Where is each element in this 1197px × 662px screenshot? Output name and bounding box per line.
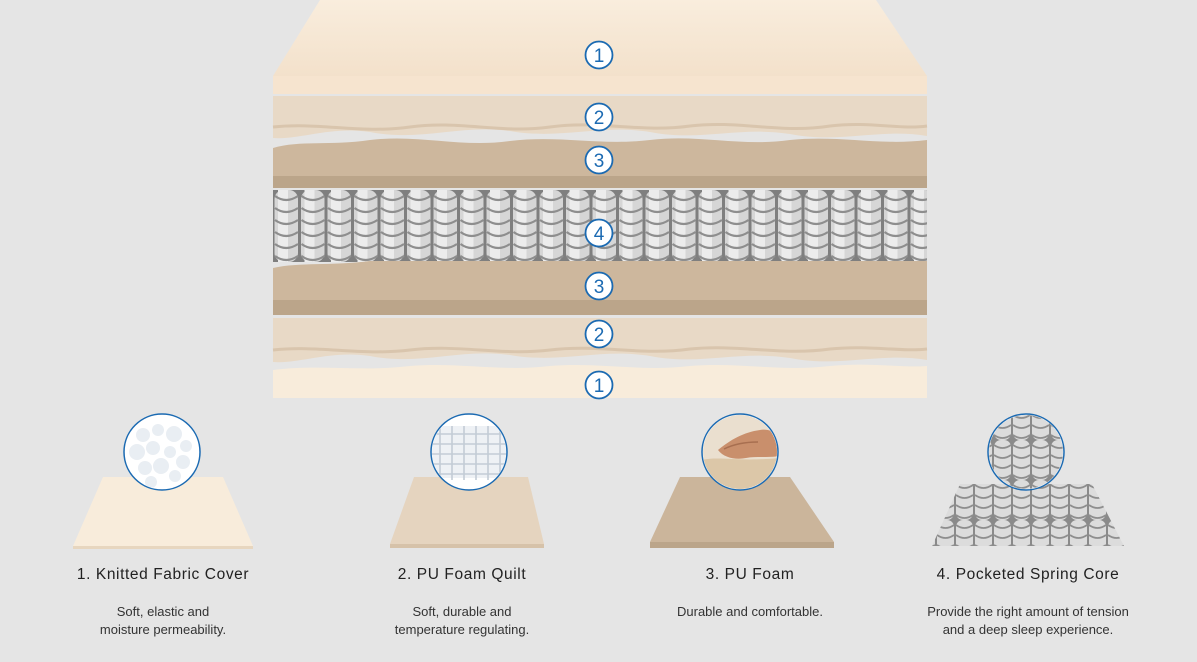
badge-number: 1 [594, 376, 605, 397]
badge-number: 2 [594, 108, 605, 129]
badge-number: 1 [594, 46, 605, 67]
badge-number: 2 [594, 325, 605, 346]
layer-number-badges: 1 2 3 4 3 2 1 [584, 40, 614, 400]
foam-quilt-illustration [390, 413, 544, 548]
badge-number: 3 [594, 151, 605, 172]
badge-ring [584, 370, 614, 400]
badge-ring [584, 271, 614, 301]
spring-core-illustration [932, 413, 1124, 546]
layer-badge-5: 3 [584, 271, 614, 301]
badge-ring [584, 218, 614, 248]
layer-badge-1: 1 [584, 40, 614, 70]
fabric-cover-illustration [73, 413, 253, 549]
layer-top-fabric-cover [273, 0, 927, 94]
layer-card-title: 4. Pocketed Spring Core [936, 566, 1120, 583]
layer-badge-3: 3 [584, 145, 614, 175]
badge-number: 4 [594, 224, 605, 245]
layer-card-title: 1. Knitted Fabric Cover [76, 566, 250, 583]
mattress-cross-section: 1 2 3 4 3 2 1 [272, 0, 928, 400]
layer-card-title: 2. PU Foam Quilt [397, 566, 527, 583]
fabric-texture-icon [123, 413, 201, 491]
hand-press-icon [701, 413, 779, 491]
layer-card-title: 3. PU Foam [705, 566, 795, 583]
layer-card-description: Durable and comfortable. [677, 604, 823, 619]
layer-card-foam-quilt: 2. PU Foam Quilt Soft, durable and tempe… [332, 400, 592, 662]
layer-badge-7: 1 [584, 370, 614, 400]
spring-coil-icon [987, 413, 1065, 491]
layer-badge-2: 2 [584, 102, 614, 132]
layer-card-description: Soft, elastic and moisture permeability. [99, 604, 227, 637]
badge-ring [584, 102, 614, 132]
pu-foam-illustration [650, 413, 834, 548]
layer-badge-4: 4 [584, 218, 614, 248]
layer-badge-6: 2 [584, 319, 614, 349]
badge-number: 3 [594, 277, 605, 298]
layer-card-description: Provide the right amount of tension and … [927, 604, 1129, 637]
layer-card-fabric-cover: 1. Knitted Fabric Cover Soft, elastic an… [33, 400, 293, 662]
quilt-grid-icon [430, 413, 508, 491]
badge-ring [584, 145, 614, 175]
badge-ring [584, 40, 614, 70]
layer-card-pu-foam: 3. PU Foam Durable and comfortable. [620, 400, 880, 662]
badge-ring [584, 319, 614, 349]
layer-card-description: Soft, durable and temperature regulating… [394, 604, 530, 637]
layer-card-spring-core: 4. Pocketed Spring Core Provide the righ… [898, 400, 1158, 662]
